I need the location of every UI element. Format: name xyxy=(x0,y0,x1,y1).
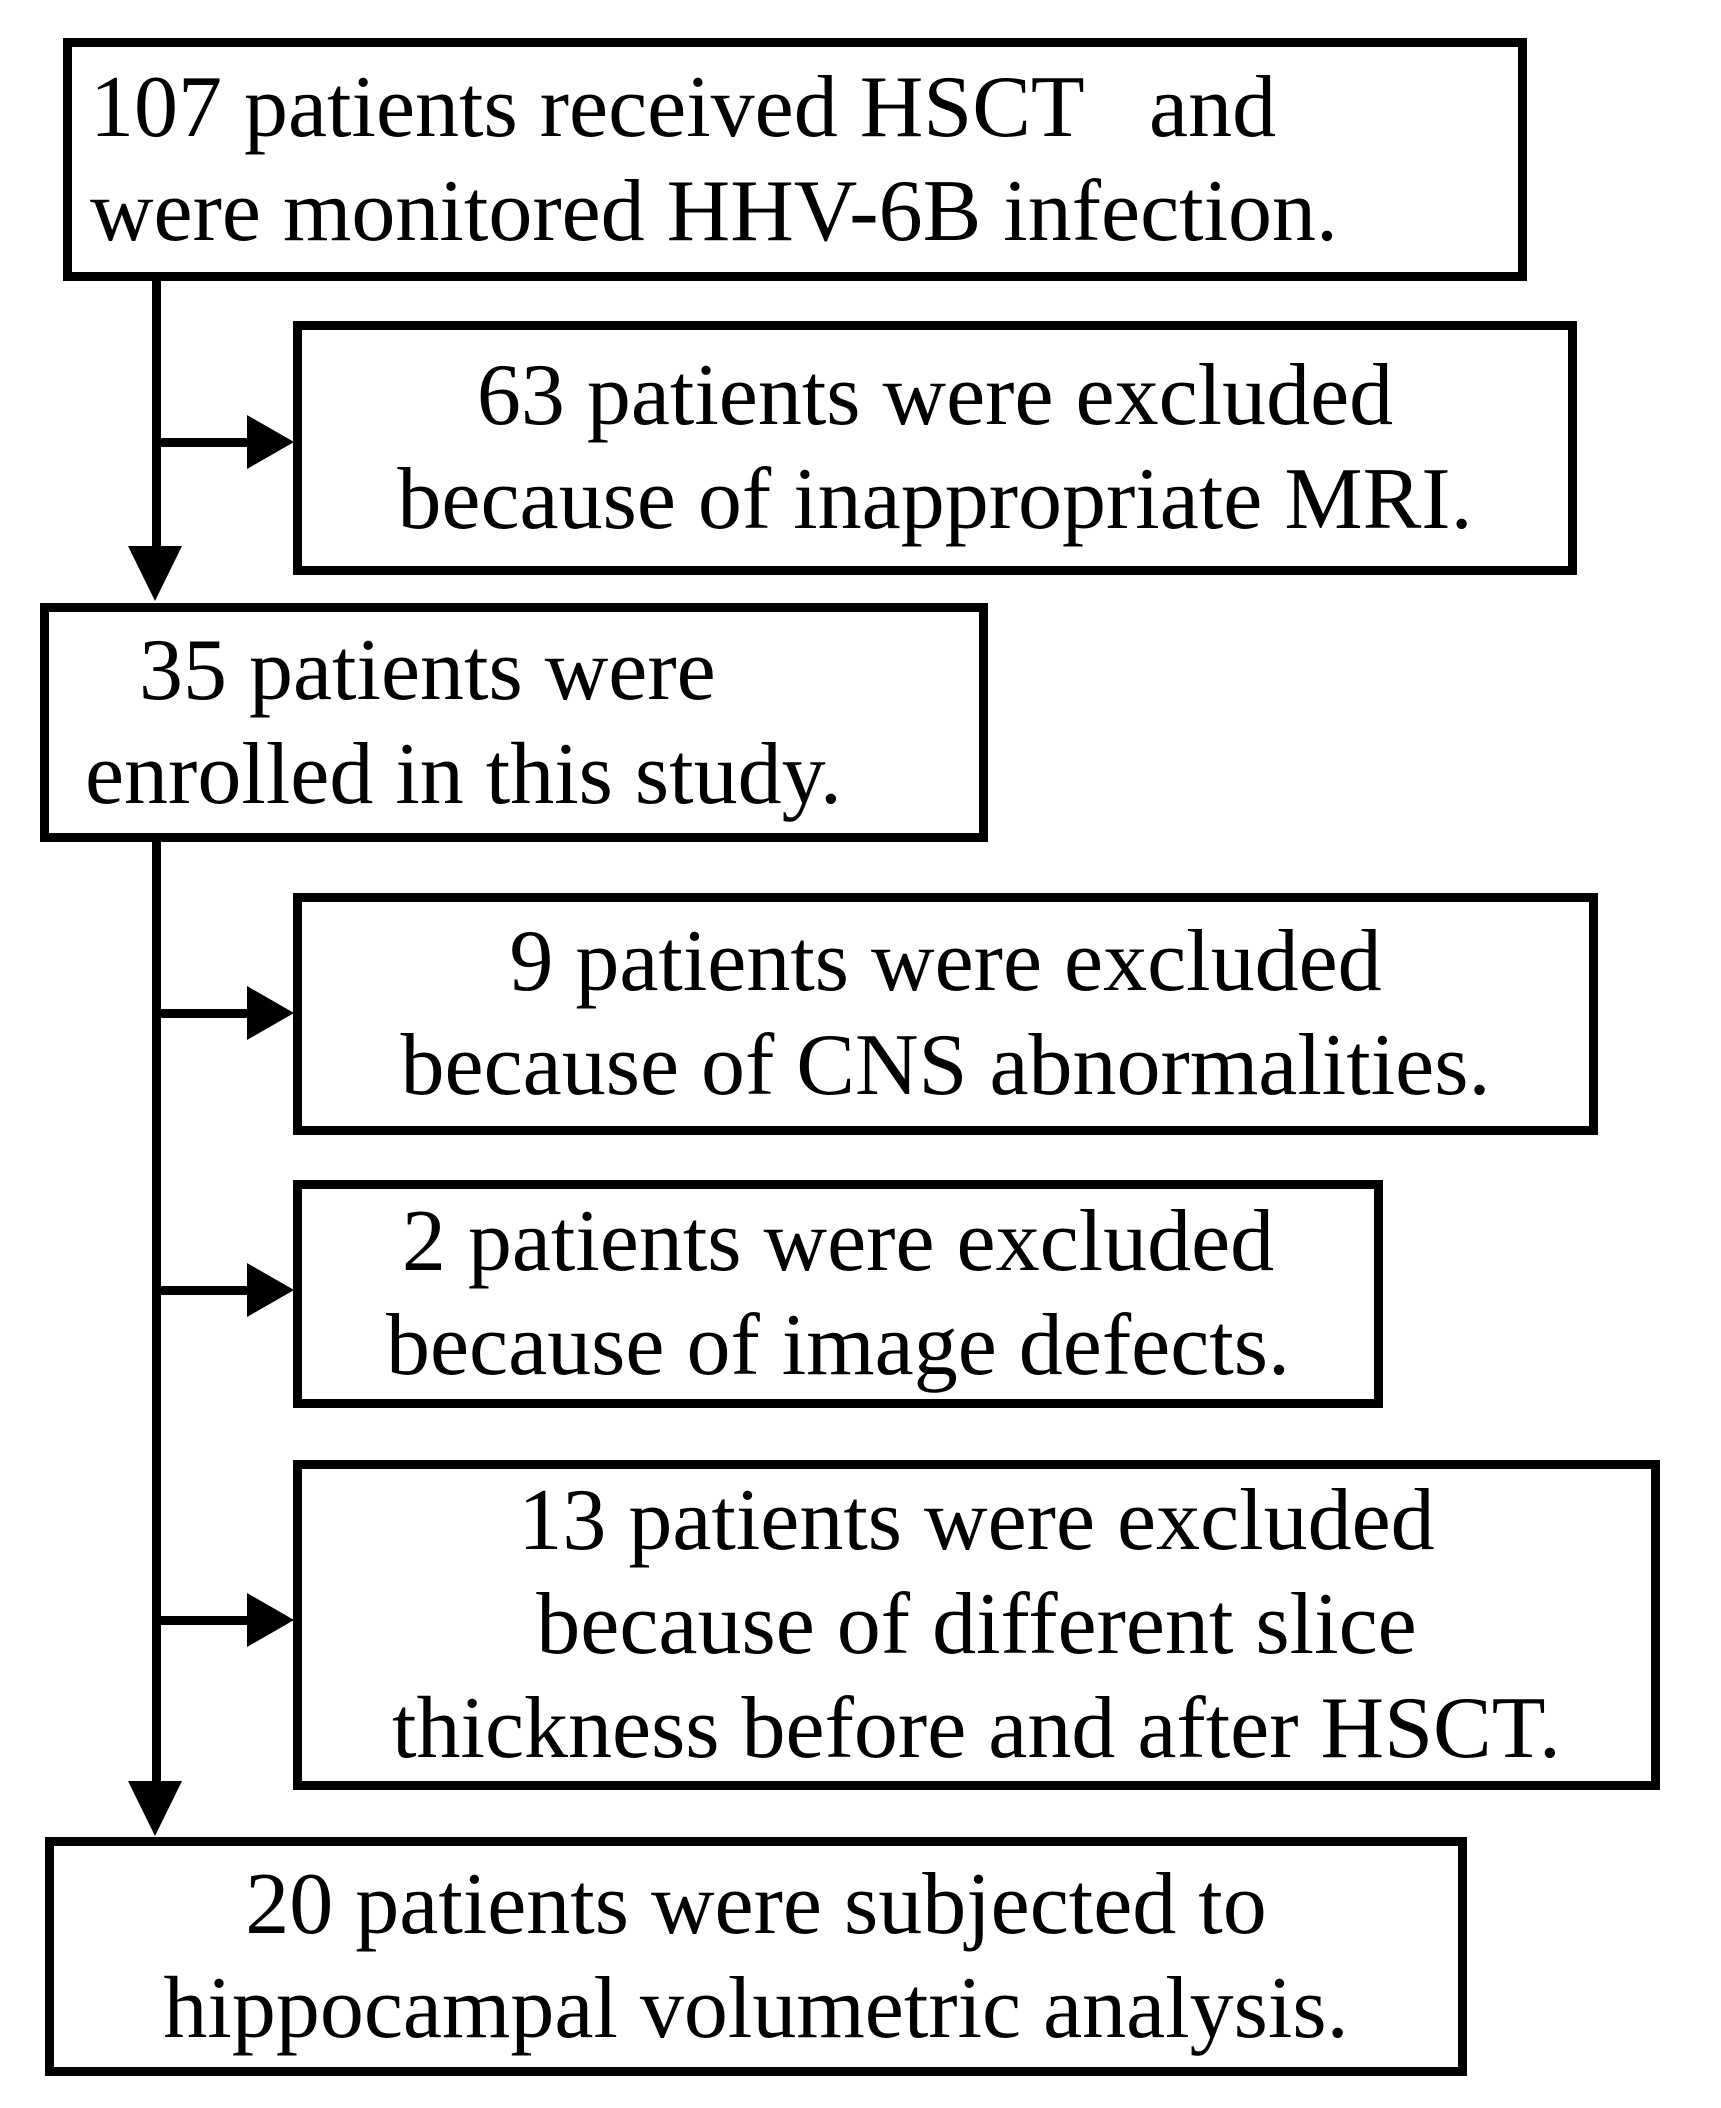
box-text-line: 9 patients were excluded xyxy=(509,913,1382,1010)
box-patients-received-hsct: 107 patients received HSCT and were moni… xyxy=(63,38,1527,281)
arrow-right-icon xyxy=(247,986,294,1040)
connector-vertical-line xyxy=(152,281,161,547)
arrow-right-icon xyxy=(247,1263,294,1317)
box-text-line: were monitored HHV-6B infection. xyxy=(90,162,1339,260)
arrow-down-icon xyxy=(128,1781,182,1836)
box-excluded-slice-thickness: 13 patients were excluded because of dif… xyxy=(293,1460,1660,1790)
connector-branch-line xyxy=(156,1616,248,1625)
arrow-right-icon xyxy=(247,415,294,469)
box-text-line: because of image defects. xyxy=(386,1297,1290,1394)
connector-branch-line xyxy=(156,1286,248,1295)
box-text-line: because of different slice xyxy=(536,1576,1417,1673)
box-patients-enrolled: 35 patients were enrolled in this study. xyxy=(40,603,988,842)
connector-branch-line xyxy=(156,438,248,447)
connector-vertical-line xyxy=(152,842,161,1782)
box-excluded-image-defects: 2 patients were excluded because of imag… xyxy=(293,1180,1383,1408)
box-text-line: 107 patients received HSCT and xyxy=(90,58,1277,156)
connector-branch-line xyxy=(156,1009,248,1018)
box-text-line: 20 patients were subjected to xyxy=(245,1855,1267,1953)
box-excluded-cns-abnormalities: 9 patients were excluded because of CNS … xyxy=(293,893,1598,1135)
box-text-line: hippocampal volumetric analysis. xyxy=(163,1959,1349,2057)
box-text-line: 35 patients were xyxy=(139,621,716,719)
box-text-line: because of inappropriate MRI. xyxy=(397,451,1473,548)
box-text-line: 63 patients were excluded xyxy=(476,347,1394,444)
box-text-line: thickness before and after HSCT. xyxy=(392,1680,1561,1777)
box-text-line: because of CNS abnormalities. xyxy=(400,1017,1491,1114)
arrow-right-icon xyxy=(247,1593,294,1647)
box-text-line: enrolled in this study. xyxy=(85,725,842,823)
box-excluded-inappropriate-mri: 63 patients were excluded because of ina… xyxy=(293,321,1577,575)
box-text-line: 2 patients were excluded xyxy=(401,1193,1275,1290)
box-volumetric-analysis: 20 patients were subjected to hippocampa… xyxy=(45,1837,1467,2076)
arrow-down-icon xyxy=(128,546,182,601)
box-text-line: 13 patients were excluded xyxy=(518,1472,1435,1569)
